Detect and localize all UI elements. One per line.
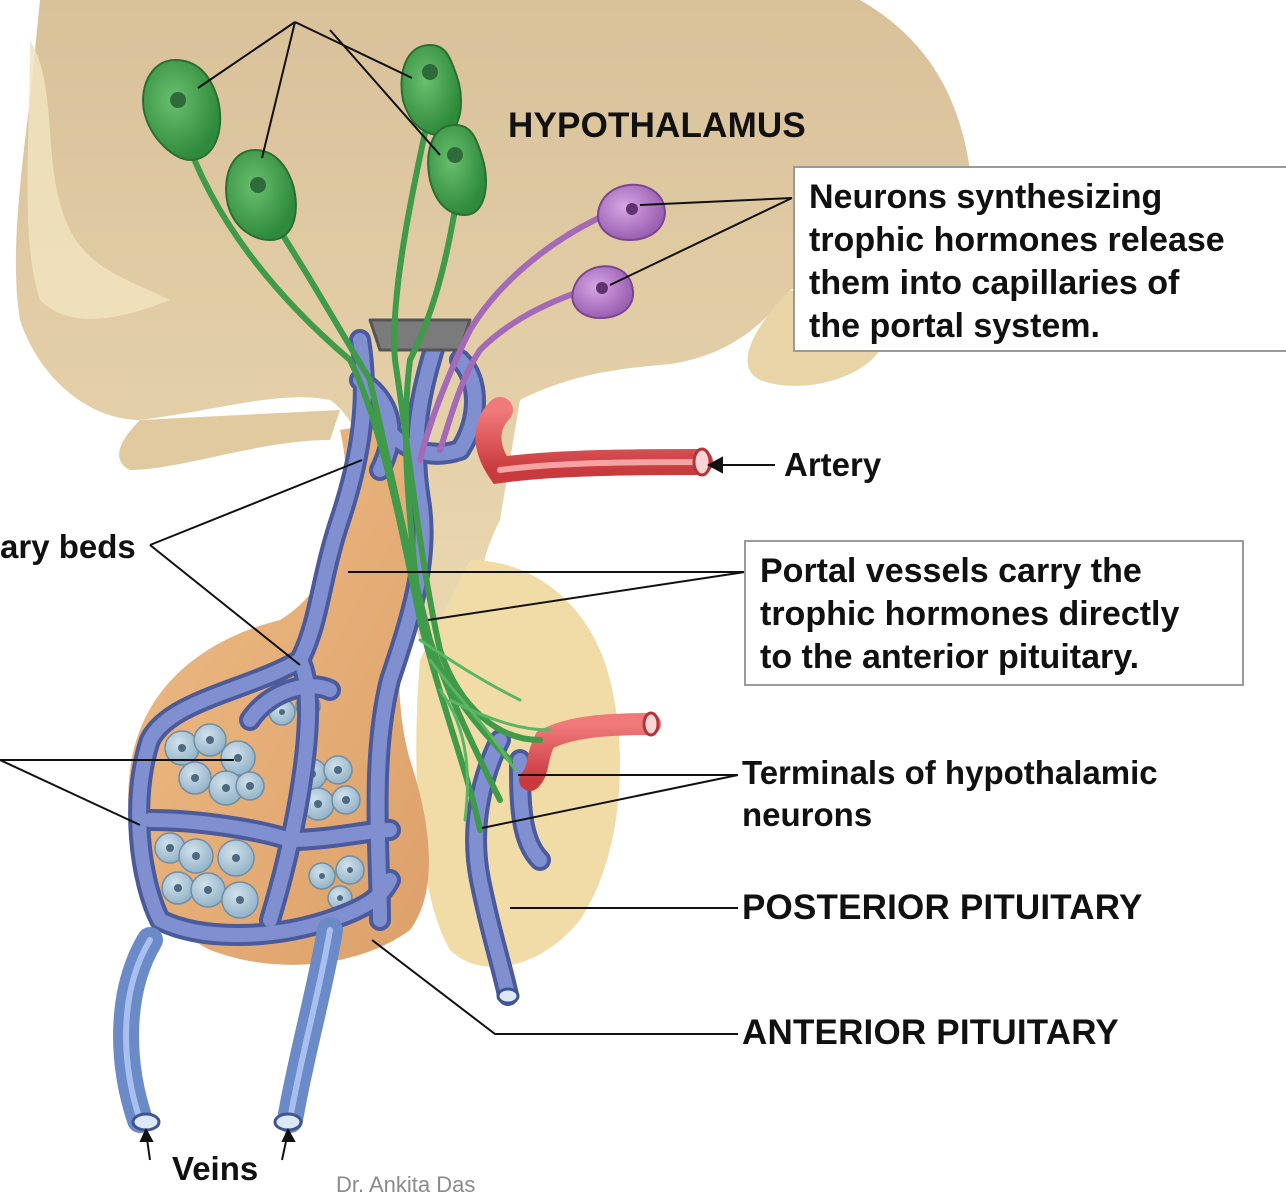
neurons-callout-line1: synthesizing xyxy=(947,178,1162,216)
capillary-beds-label: ary beds xyxy=(0,528,136,566)
neurons-callout-box: Neurons synthesizing trophic hormones re… xyxy=(793,166,1286,352)
terminals-label-line2: neurons xyxy=(742,796,872,834)
portal-callout-bold: Portal vessels xyxy=(760,552,989,590)
veins-label: Veins xyxy=(172,1150,258,1188)
neurons-callout-line3: them into capillaries of xyxy=(809,262,1277,305)
watermark: Dr. Ankita Das xyxy=(336,1172,475,1198)
neurons-callout-line2: trophic hormones release xyxy=(809,219,1277,262)
portal-callout-line1: carry the xyxy=(989,552,1142,590)
portal-callout-box: Portal vessels carry the trophic hormone… xyxy=(744,540,1244,686)
anterior-pituitary-label: ANTERIOR PITUITARY xyxy=(742,1013,1119,1053)
artery-label: Artery xyxy=(784,446,881,484)
portal-callout-line2: trophic hormones directly xyxy=(760,593,1230,636)
neurons-callout-bold: Neurons xyxy=(809,178,947,216)
neurons-callout-line4: the portal system. xyxy=(809,305,1277,348)
portal-callout-line3: to the anterior pituitary. xyxy=(760,636,1230,679)
posterior-pituitary-label: POSTERIOR PITUITARY xyxy=(742,888,1143,928)
hypothalamus-label: HYPOTHALAMUS xyxy=(508,106,806,146)
terminals-label-line1: Terminals of hypothalamic xyxy=(742,754,1158,792)
